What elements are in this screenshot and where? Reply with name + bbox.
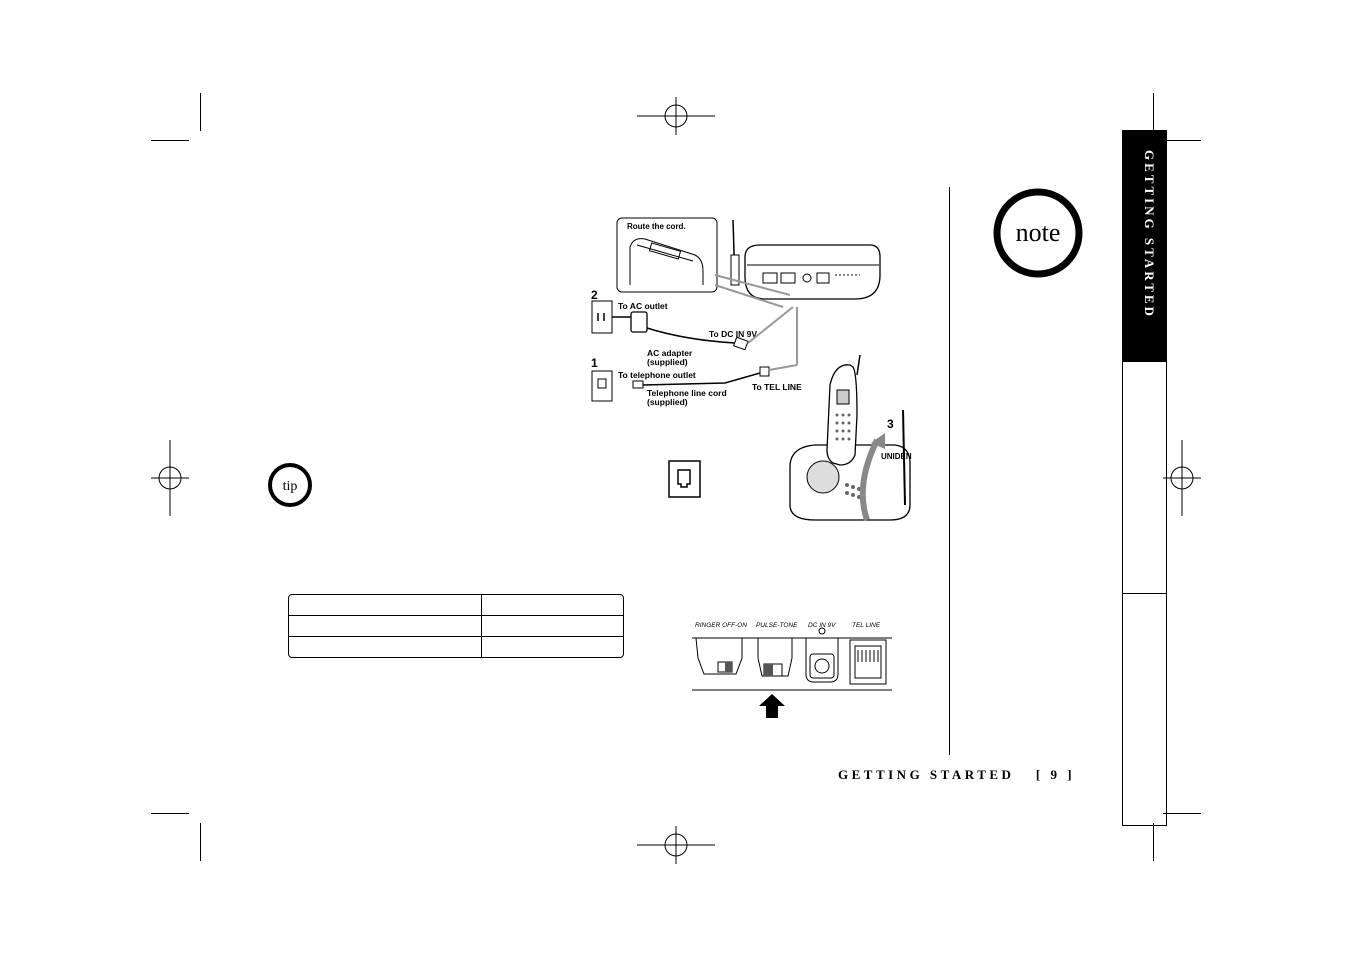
page-footer: GETTING STARTED [ 9 ] (838, 767, 1075, 783)
tel-cord-line2: (supplied) (647, 397, 688, 407)
tel-cord-line1: Telephone line cord (647, 388, 727, 398)
to-ac-outlet-label: To AC outlet (618, 301, 668, 311)
step-3-label: 3 (887, 417, 894, 431)
pulse-tone-label: PULSE-TONE (756, 622, 798, 629)
rear-panel-diagram: RINGER OFF-ON PULSE-TONE DC IN 9V TEL LI… (692, 622, 892, 718)
table-row (289, 616, 623, 637)
phone-jack-icon (668, 460, 701, 498)
connection-diagram: Route the cord. 2 To AC outlet To DC IN … (591, 217, 912, 521)
ac-adapter-line2: (supplied) (647, 357, 688, 367)
ac-adapter-line1: AC adapter (647, 348, 693, 358)
note-label: note (1016, 218, 1061, 247)
side-tab-label: GETTING STARTED (1142, 150, 1157, 319)
tip-label: tip (283, 479, 298, 494)
dc-in-label: DC IN 9V (808, 622, 836, 629)
step-2-label: 2 (591, 288, 598, 302)
to-dc-in-label: To DC IN 9V (709, 329, 757, 339)
table-row (289, 595, 623, 616)
column-divider (949, 187, 950, 755)
table-row (289, 637, 623, 657)
to-telephone-outlet-label: To telephone outlet (618, 370, 696, 380)
note-icon: note (993, 188, 1083, 278)
route-cord-label: Route the cord. (627, 222, 686, 231)
tip-icon: tip (268, 463, 312, 507)
footer-section: GETTING STARTED (838, 767, 1015, 782)
settings-table (288, 594, 624, 658)
brand-label: UNIDEN (881, 452, 912, 461)
tel-line-label: TEL LINE (852, 622, 881, 629)
side-tab (1122, 130, 1167, 362)
to-tel-line-label: To TEL LINE (752, 382, 802, 392)
step-1-label: 1 (591, 356, 598, 370)
page-number: [ 9 ] (1035, 767, 1076, 782)
ringer-label: RINGER OFF-ON (695, 622, 747, 629)
